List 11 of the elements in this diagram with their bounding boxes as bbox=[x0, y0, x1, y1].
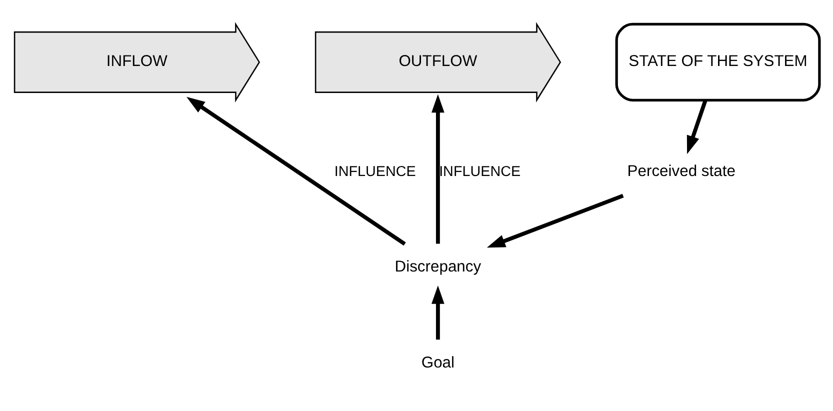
node-text: Goal bbox=[420, 354, 454, 372]
node-box: STATE OF THE SYSTEM bbox=[614, 22, 820, 102]
arrow bbox=[186, 96, 406, 246]
edge-label: INFLUENCE bbox=[334, 164, 416, 180]
node-text: Discrepancy bbox=[394, 258, 481, 276]
arrow bbox=[686, 100, 707, 154]
node-text: Perceived state bbox=[626, 163, 735, 180]
arrow bbox=[431, 286, 444, 340]
arrow bbox=[486, 194, 624, 248]
edge-label: INFLUENCE bbox=[438, 164, 520, 180]
arrow bbox=[431, 94, 444, 244]
